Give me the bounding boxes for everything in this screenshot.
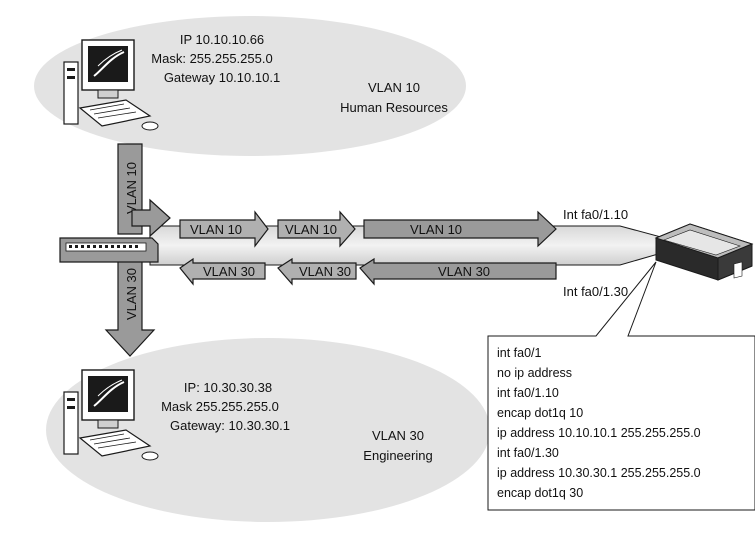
top-host-ip: IP 10.10.10.66 (180, 32, 264, 47)
vlan30-down-label: VLAN 30 (124, 268, 139, 320)
config-line: ip address 10.10.10.1 255.255.255.0 (497, 426, 701, 440)
bottom-host-mask: Mask 255.255.255.0 (161, 399, 279, 414)
top-host-gateway: Gateway 10.10.10.1 (164, 70, 280, 85)
top-zone-vlan: VLAN 10 (368, 80, 420, 95)
vlan10-up-label: VLAN 10 (124, 162, 139, 214)
config-line: int fa0/1.30 (497, 446, 559, 460)
trunk-right-label-3: VLAN 10 (410, 222, 462, 237)
bottom-host-ip: IP: 10.30.30.38 (184, 380, 272, 395)
switch-icon (60, 238, 158, 262)
config-line: no ip address (497, 366, 572, 380)
trunk-right-label-1: VLAN 10 (190, 222, 242, 237)
bottom-host-gateway: Gateway: 10.30.30.1 (170, 418, 290, 433)
vlan30-left-arrow-2: VLAN 30 (278, 259, 356, 284)
bottom-zone-vlan: VLAN 30 (372, 428, 424, 443)
config-line: ip address 10.30.30.1 255.255.255.0 (497, 466, 701, 480)
vlan30-left-arrow-3: VLAN 30 (360, 259, 556, 284)
config-line: int fa0/1 (497, 346, 542, 360)
trunk-left-label-2: VLAN 30 (299, 264, 351, 279)
config-line: encap dot1q 30 (497, 486, 583, 500)
config-line: int fa0/1.10 (497, 386, 559, 400)
trunk-left-label-1: VLAN 30 (203, 264, 255, 279)
subif-lower-label: Int fa0/1.30 (563, 284, 628, 299)
bottom-zone-name: Engineering (363, 448, 432, 463)
vlan30-down-arrow: VLAN 30 (106, 258, 154, 356)
config-line: encap dot1q 10 (497, 406, 583, 420)
router-icon (656, 224, 752, 280)
top-host-mask: Mask: 255.255.255.0 (151, 51, 272, 66)
trunk-left-label-3: VLAN 30 (438, 264, 490, 279)
vlan30-left-arrow-1: VLAN 30 (180, 259, 265, 284)
subif-upper-label: Int fa0/1.10 (563, 207, 628, 222)
trunk-right-label-2: VLAN 10 (285, 222, 337, 237)
top-zone-name: Human Resources (340, 100, 448, 115)
